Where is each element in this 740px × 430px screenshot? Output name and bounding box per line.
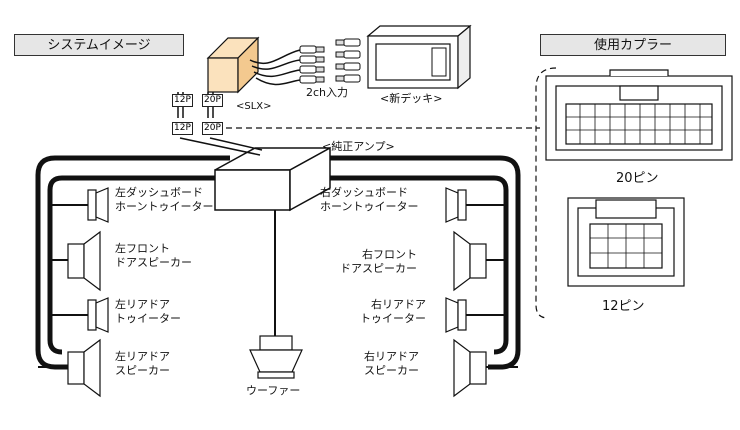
right-rear-tweeter-label: 右リアドア トゥイーター (360, 298, 426, 325)
left-dash-tweeter-icon (87, 187, 109, 223)
rca-plugs (299, 38, 361, 84)
left-front-speaker-label: 左フロント ドアスピーカー (115, 242, 192, 269)
right-rear-speaker-label: 右リアドア スピーカー (364, 350, 419, 377)
left-rear-speaker-label: 左リアドア スピーカー (115, 350, 170, 377)
input-label: 2ch入力 (306, 86, 349, 99)
pin20-label: 20ピン (616, 171, 659, 186)
right-dash-tweeter-icon (445, 187, 467, 223)
amp-label: <純正アンプ> (322, 140, 395, 153)
factory-amp (214, 146, 331, 212)
woofer-icon (249, 335, 303, 379)
woofer-label: ウーファー (246, 384, 301, 397)
right-rear-speaker-icon (453, 338, 487, 398)
left-rear-tweeter-label: 左リアドア トゥイーター (115, 298, 181, 325)
coupler-12pin-icon (567, 197, 685, 287)
left-front-speaker-icon (67, 230, 101, 292)
coupler-20pin-icon (545, 69, 733, 161)
right-front-speaker-icon (453, 230, 487, 292)
coupler-title: 使用カプラー (540, 34, 726, 56)
pin12-label: 12ピン (602, 299, 645, 314)
system-image-title: システムイメージ (14, 34, 184, 56)
deck-label: <新デッキ> (380, 92, 443, 105)
left-dash-tweeter-label: 左ダッシュボード ホーントゥイーター (115, 186, 214, 213)
connector-12p-label-lower: 12P (172, 122, 193, 135)
slx-module (206, 36, 260, 94)
slx-label: <SLX> (236, 101, 272, 112)
left-rear-speaker-icon (67, 338, 101, 398)
right-dash-tweeter-label: 右ダッシュボード ホーントゥイーター (320, 186, 419, 213)
right-rear-tweeter-icon (445, 297, 467, 333)
right-front-speaker-label: 右フロント ドアスピーカー (340, 248, 417, 275)
connector-20p-label-lower: 20P (202, 122, 223, 135)
new-deck (366, 24, 472, 90)
connector-20p-label: 20P (202, 94, 223, 107)
left-rear-tweeter-icon (87, 297, 109, 333)
connector-12p-label: 12P (172, 94, 193, 107)
coupler-leader (226, 67, 557, 319)
harness-wires (177, 49, 301, 156)
